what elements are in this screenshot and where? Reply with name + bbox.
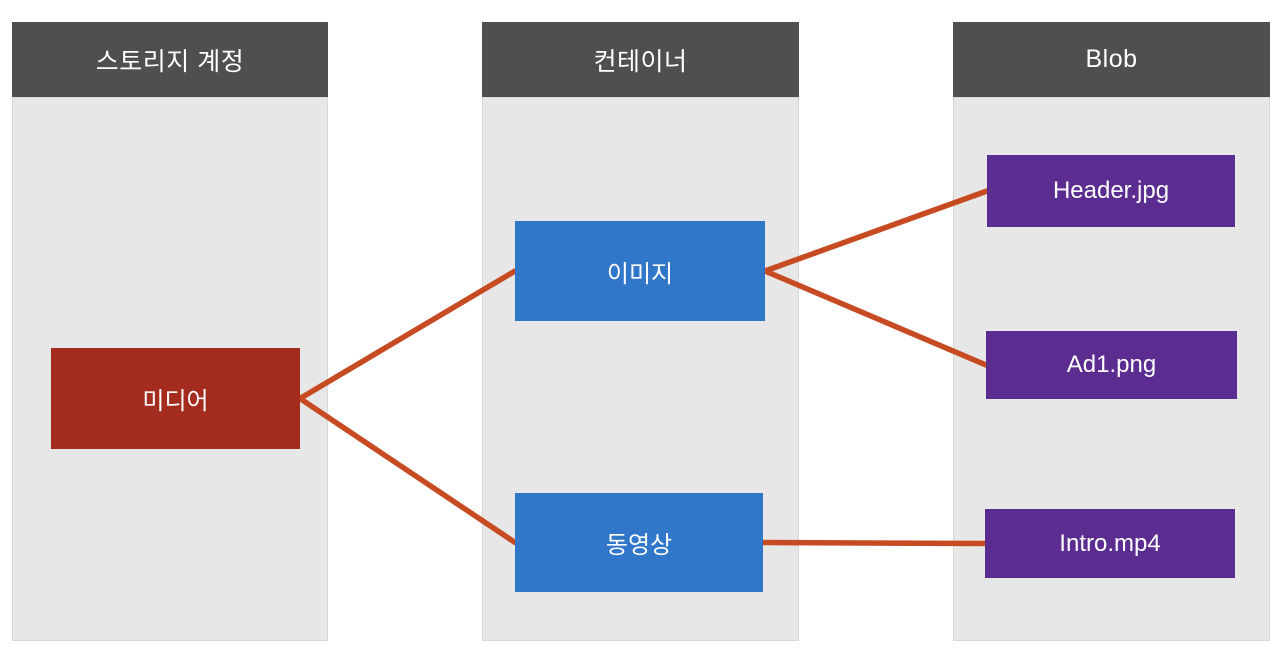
column-storage-account: 스토리지 계정	[12, 22, 328, 641]
node-video: 동영상	[515, 493, 763, 592]
column-title-storage-account: 스토리지 계정	[95, 47, 245, 76]
node-ad1-png: Ad1.png	[986, 331, 1237, 399]
node-ad1-png-label: Ad1.png	[1066, 351, 1157, 378]
node-intro-mp4-label: Intro.mp4	[1059, 529, 1161, 557]
column-header-blob: Blob	[953, 22, 1270, 97]
column-title-blob: Blob	[1085, 45, 1138, 73]
column-header-container: 컨테이너	[482, 22, 799, 97]
column-title-container: 컨테이너	[593, 47, 688, 76]
node-intro-mp4: Intro.mp4	[985, 509, 1235, 578]
node-images-label: 이미지	[606, 260, 674, 288]
node-header-jpg-label: Header.jpg	[1052, 177, 1170, 204]
column-header-storage-account: 스토리지 계정	[12, 22, 328, 97]
node-media: 미디어	[51, 348, 300, 449]
node-media-label: 미디어	[142, 388, 209, 415]
node-video-label: 동영상	[605, 532, 673, 559]
node-images: 이미지	[515, 221, 765, 321]
node-header-jpg: Header.jpg	[987, 155, 1235, 227]
